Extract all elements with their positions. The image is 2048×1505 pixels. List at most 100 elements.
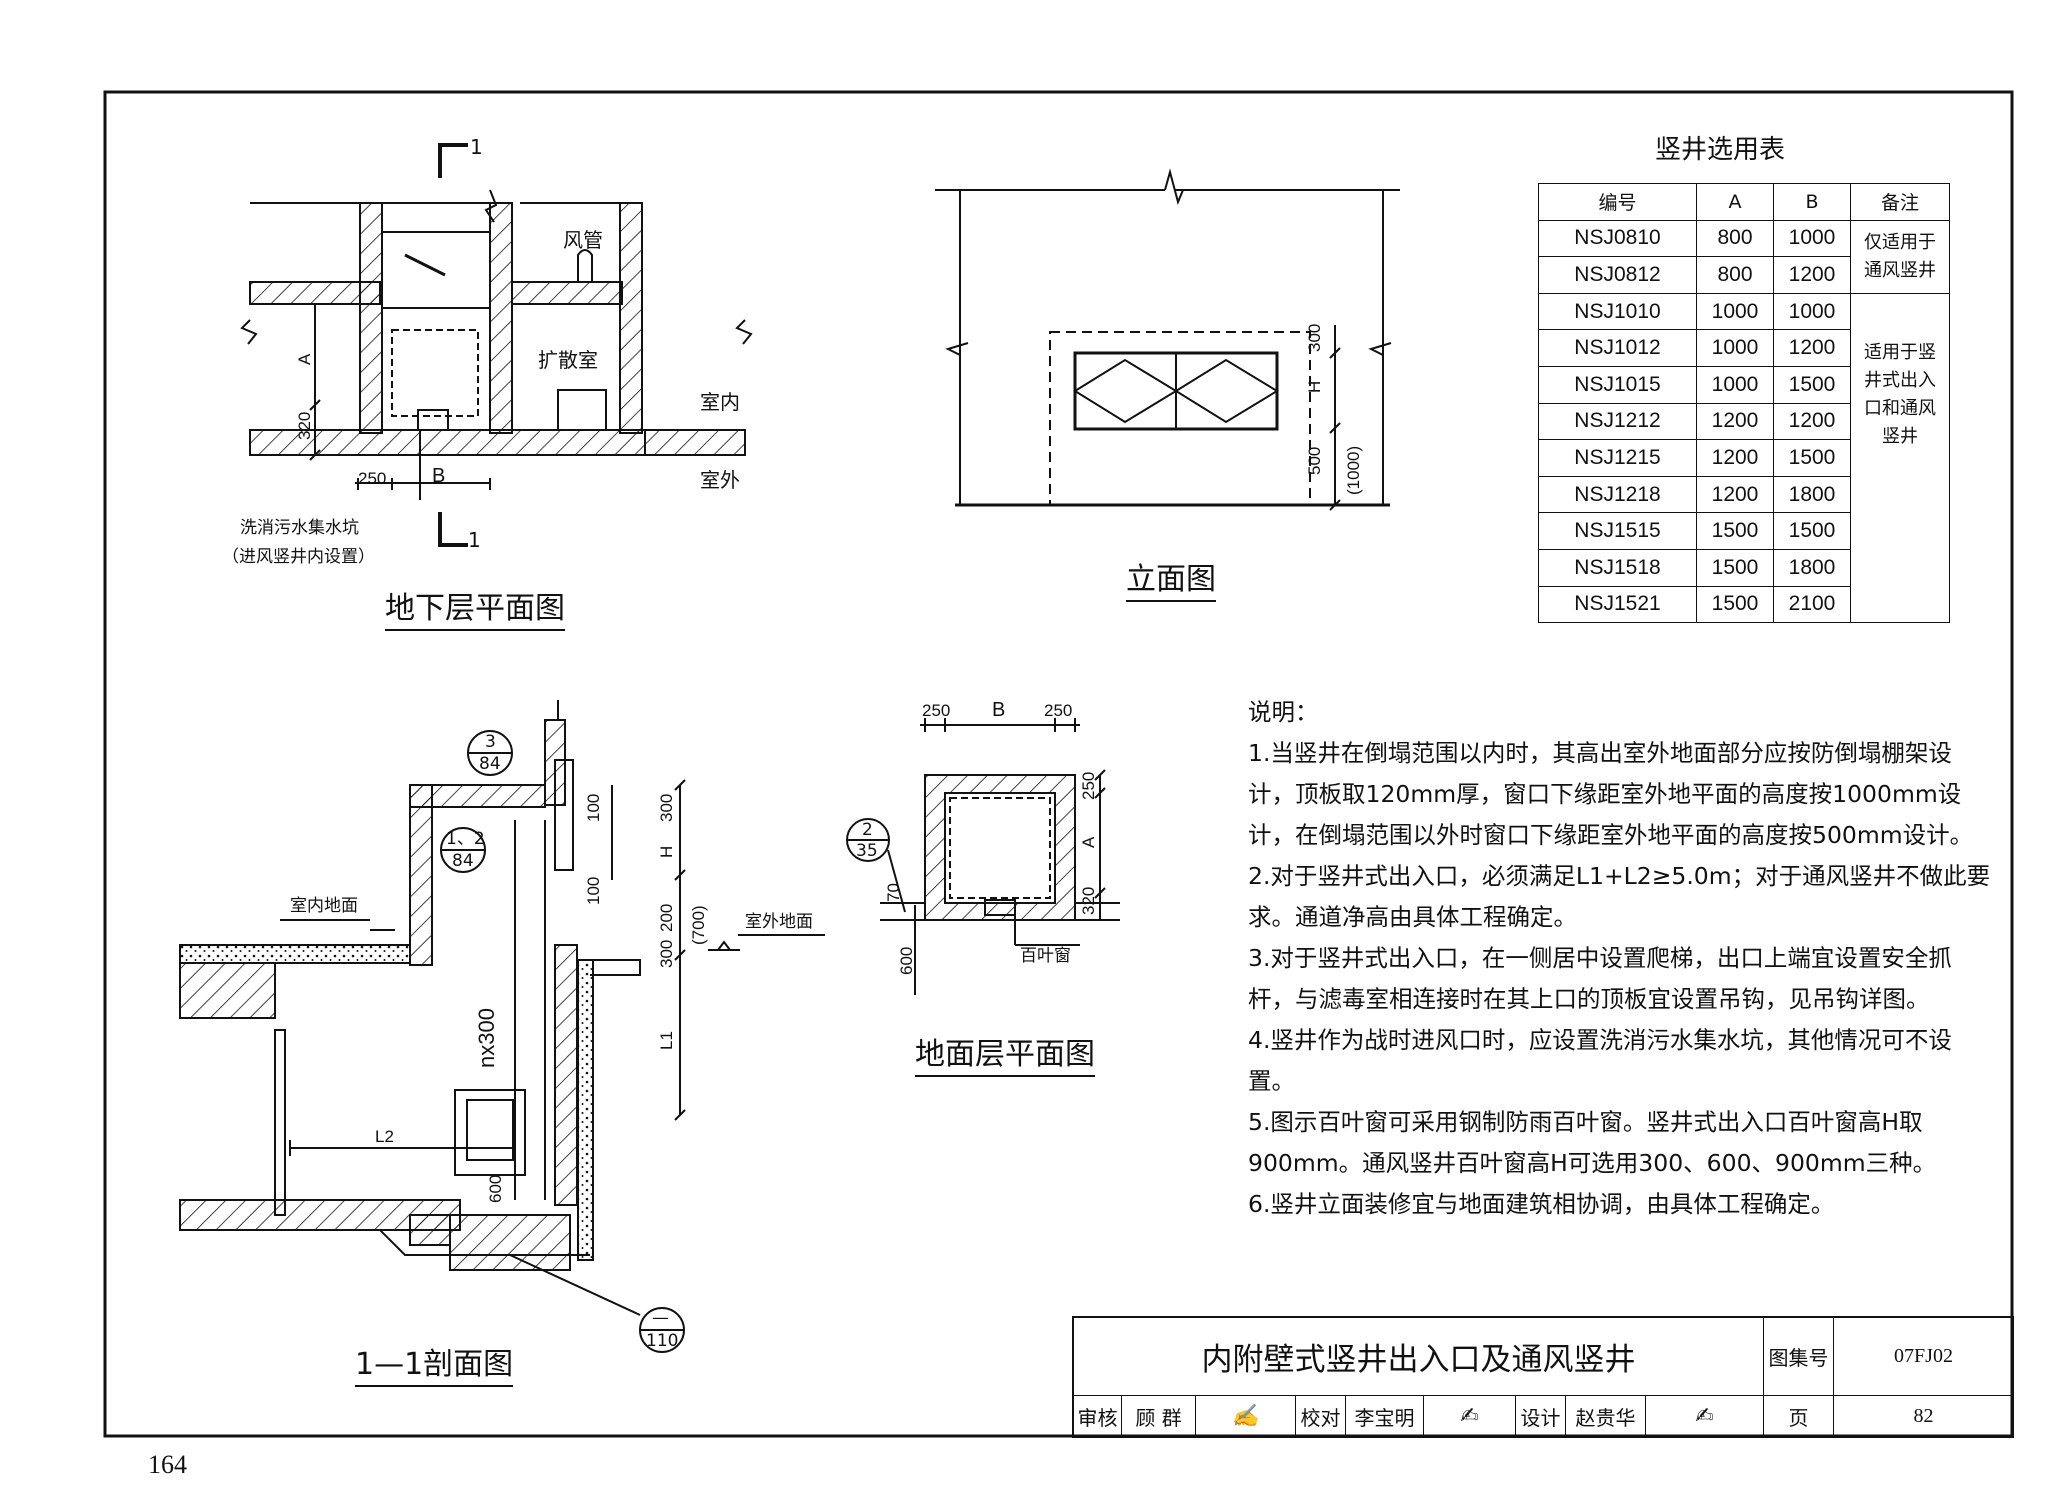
atlas-number: 07FJ02 <box>1834 1318 2014 1396</box>
basement-plan-title: 地下层平面图 <box>385 594 565 631</box>
cell-a: 800 <box>1696 219 1774 258</box>
sec-dim-100b: 100 <box>584 876 603 905</box>
cell-code: NSJ1212 <box>1538 402 1697 441</box>
elev-dim-1000: (1000) <box>1344 445 1363 495</box>
dim-b: B <box>432 465 446 487</box>
cell-b: 1000 <box>1773 219 1851 258</box>
designer-name: 赵贵华 <box>1566 1396 1646 1438</box>
checker-signature: ✍ <box>1424 1396 1516 1438</box>
note-item: 1.当竖井在倒塌范围以内时，其高出室外地面部分应按防倒塌棚架设计，顶板取120m… <box>1248 739 1974 849</box>
gp-ref-bottom: 35 <box>856 841 878 861</box>
cell-b: 1200 <box>1773 256 1851 294</box>
note-item: 2.对于竖井式出入口，必须满足L1+L2≥5.0m；对于通风竖井不做此要求。通道… <box>1248 862 1991 931</box>
cell-code: NSJ0812 <box>1538 256 1697 294</box>
title-block: 内附壁式竖井出入口及通风竖井 图集号 07FJ02 审核 顾 群 ✍ 校对 李宝… <box>1072 1316 2014 1438</box>
cell-b: 1500 <box>1773 365 1851 404</box>
cell-a: 1000 <box>1696 292 1774 331</box>
ref3-top: — <box>652 1308 669 1328</box>
outdoor-label: 室外 <box>700 468 740 492</box>
cell-code: NSJ1218 <box>1538 475 1697 514</box>
elevation-title: 立面图 <box>1126 565 1216 602</box>
cell-a: 1200 <box>1696 402 1774 441</box>
dim-320: 320 <box>295 411 314 440</box>
elev-dim-500: 500 <box>1305 446 1324 475</box>
ground-plan-drawing <box>846 718 1120 995</box>
note-item: 3.对于竖井式出入口，在一侧居中设置爬梯，出口上端宜设置安全抓杆，与滤毒室相连接… <box>1248 944 1952 1013</box>
sec-dim-nx300: nx300 <box>474 1008 499 1068</box>
atlas-label: 图集号 <box>1764 1318 1834 1396</box>
cell-code: NSJ0810 <box>1538 219 1697 258</box>
gp-dim-320: 320 <box>1079 886 1098 915</box>
page-label: 页 <box>1764 1396 1834 1438</box>
indoor-floor-label: 室内地面 <box>290 896 358 916</box>
cell-a: 1000 <box>1696 329 1774 367</box>
dim-a: A <box>295 353 314 365</box>
ref1-top: 3 <box>485 732 496 752</box>
header-a: A <box>1696 183 1774 221</box>
duct-label: 风管 <box>563 228 603 252</box>
basement-plan-drawing <box>240 143 753 547</box>
elev-dim-h: H <box>1305 380 1324 393</box>
sec-dim-100a: 100 <box>584 793 603 822</box>
cell-a: 1000 <box>1696 365 1774 404</box>
section-mark-bottom: 1 <box>468 528 481 552</box>
cell-code: NSJ1518 <box>1538 548 1697 587</box>
cell-b: 1500 <box>1773 512 1851 550</box>
cell-b: 2100 <box>1773 585 1851 624</box>
section-mark-top: 1 <box>470 135 483 159</box>
sec-dim-200: 200 <box>657 903 676 932</box>
notes-heading: 说明： <box>1248 698 1319 726</box>
sec-dim-600: 600 <box>486 1174 505 1203</box>
ground-plan-title: 地面层平面图 <box>915 1040 1095 1077</box>
cell-code: NSJ1012 <box>1538 329 1697 367</box>
cell-b: 1200 <box>1773 402 1851 441</box>
checker-name: 李宝明 <box>1346 1396 1424 1438</box>
cell-code: NSJ1015 <box>1538 365 1697 404</box>
gp-dim-b: B <box>992 699 1006 721</box>
cell-a: 1500 <box>1696 548 1774 587</box>
cell-a: 1500 <box>1696 585 1774 624</box>
gp-dim-a: A <box>1079 836 1098 848</box>
sec-dim-700: (700) <box>689 905 708 945</box>
notes-block: 说明： 1.当竖井在倒塌范围以内时，其高出室外地面部分应按防倒塌棚架设计，顶板取… <box>1248 692 1998 1225</box>
designer-signature: ✍ <box>1646 1396 1764 1438</box>
design-label: 设计 <box>1516 1396 1566 1438</box>
cell-code: NSJ1515 <box>1538 512 1697 550</box>
reviewer-name: 顾 群 <box>1122 1396 1196 1438</box>
drawing-title: 内附壁式竖井出入口及通风竖井 <box>1074 1318 1764 1396</box>
section-drawing <box>179 700 825 1353</box>
note-item: 4.竖井作为战时进风口时，应设置洗消污水集水坑，其他情况可不设置。 <box>1248 1026 1952 1095</box>
ref3-bottom: 110 <box>646 1331 679 1351</box>
cell-b: 1200 <box>1773 329 1851 367</box>
header-b: B <box>1773 183 1851 221</box>
sump-label: 洗消污水集水坑 <box>240 518 359 538</box>
cell-b: 1800 <box>1773 548 1851 587</box>
cell-b: 1000 <box>1773 292 1851 331</box>
ref1-bottom: 84 <box>479 754 501 774</box>
diffusion-room-label: 扩散室 <box>538 348 598 372</box>
cell-a: 800 <box>1696 256 1774 294</box>
gp-dim-600: 600 <box>897 946 916 975</box>
sump-note: （进风竖井内设置） <box>222 547 375 567</box>
table-header-row: 编号 A B 备注 <box>1538 183 1950 221</box>
gp-dim-250c: 250 <box>1079 771 1098 800</box>
remark-ventilation-only: 仅适用于通风竖井 <box>1850 219 1950 294</box>
ref2-top: 1、2 <box>446 829 485 849</box>
louver-label: 百叶窗 <box>1020 946 1071 966</box>
sec-dim-h: H <box>657 845 676 858</box>
header-remark: 备注 <box>1850 183 1950 221</box>
elev-dim-300: 300 <box>1305 323 1324 352</box>
sheet-border <box>103 90 2014 1438</box>
indoor-label: 室内 <box>700 390 740 414</box>
cell-code: NSJ1215 <box>1538 439 1697 477</box>
dim-250: 250 <box>358 469 387 488</box>
header-code: 编号 <box>1538 183 1697 221</box>
